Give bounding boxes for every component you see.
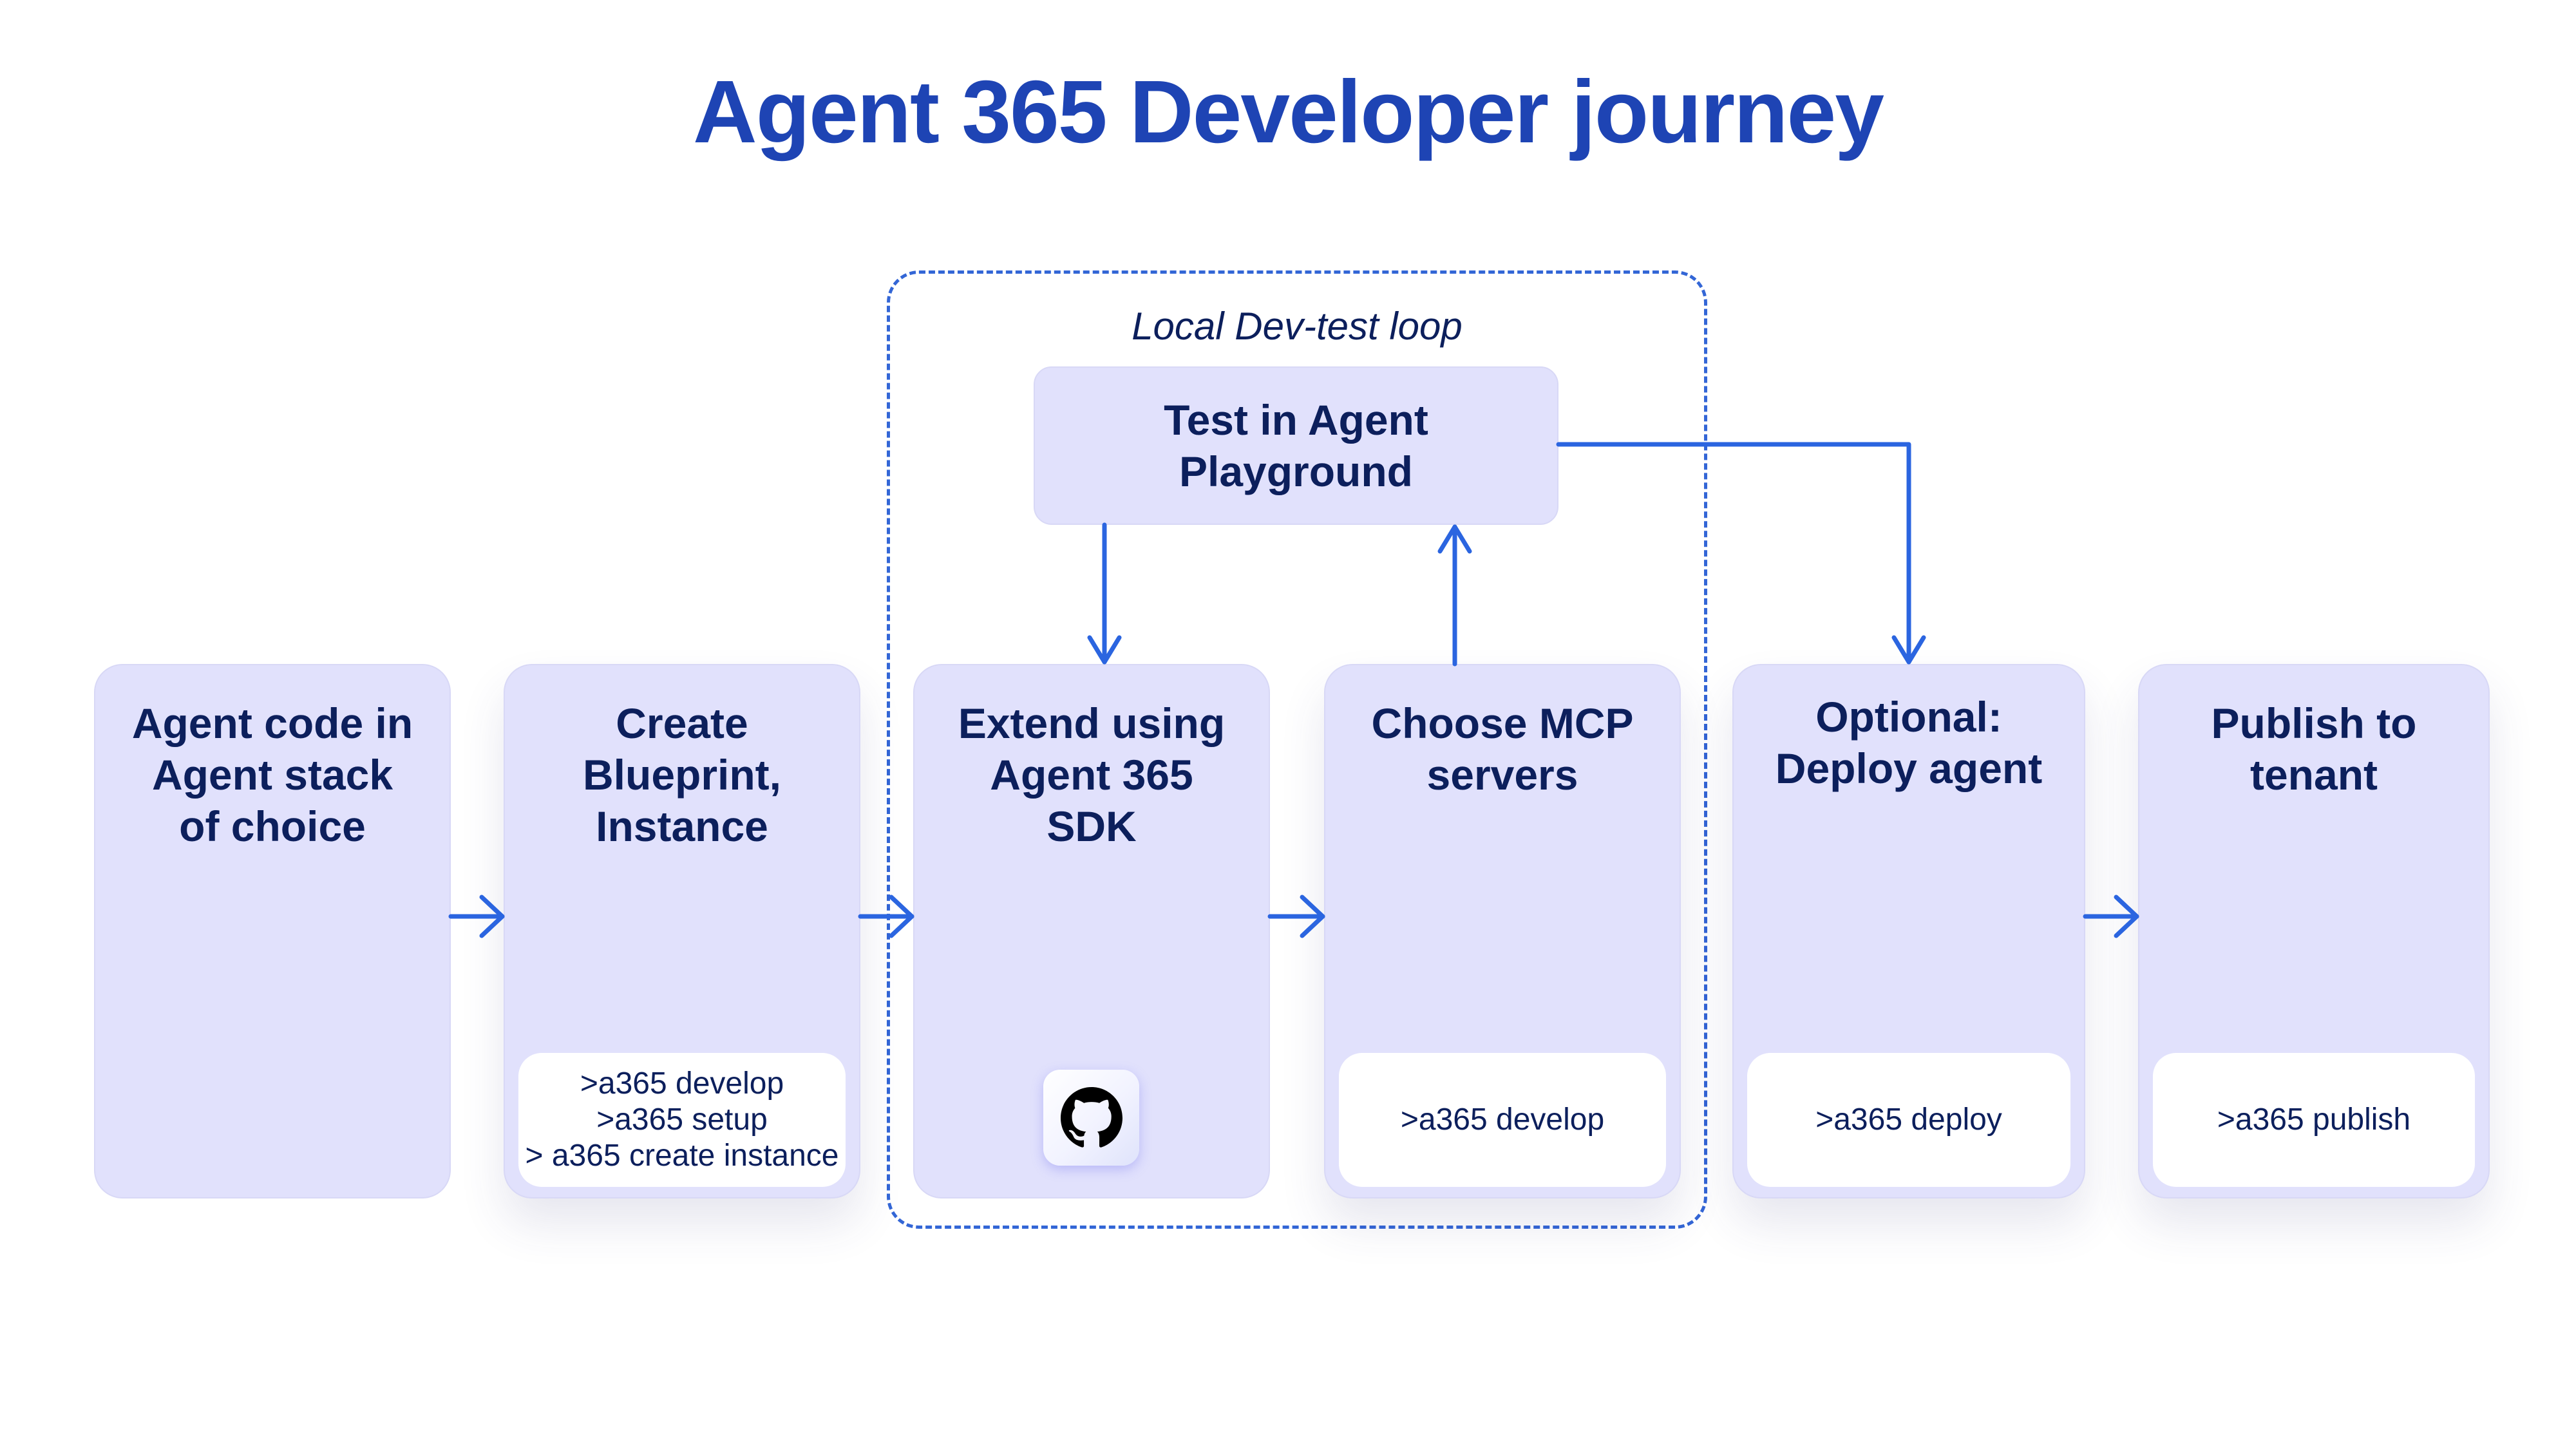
command-text: >a365 publish (2217, 1103, 2411, 1137)
playground-title-line-2: Playground (1179, 448, 1414, 495)
command-text: >a365 develop (580, 1066, 784, 1101)
arrow-playground-to-deploy (1556, 442, 1926, 665)
step-title-line: Agent 365 (990, 751, 1193, 799)
arrow-mcp-to-playground (1437, 524, 1472, 667)
step-title-line: Optional: (1815, 693, 2002, 741)
dev-test-loop-boundary (887, 270, 1707, 1229)
step-title: Agent code in Agent stack of choice (95, 697, 450, 852)
command-text: > a365 create instance (525, 1139, 839, 1173)
github-button[interactable] (1043, 1070, 1139, 1166)
github-icon (1060, 1086, 1122, 1148)
step-title: Create Blueprint, Instance (505, 697, 859, 852)
step-title: Publish to tenant (2139, 697, 2488, 800)
step-title-line: of choice (179, 802, 366, 850)
step-title-line: SDK (1046, 802, 1137, 850)
command-box: >a365 deploy (1747, 1053, 2070, 1187)
command-text: >a365 develop (1400, 1103, 1605, 1137)
playground-card[interactable]: Test in Agent Playground (1034, 366, 1558, 525)
step-card-create-blueprint[interactable]: Create Blueprint, Instance >a365 develop… (504, 664, 860, 1198)
step-card-choose-mcp[interactable]: Choose MCP servers >a365 develop (1324, 664, 1681, 1198)
step-title: Extend using Agent 365 SDK (914, 697, 1269, 852)
command-box: >a365 publish (2153, 1053, 2475, 1187)
arrow-step5-to-step6 (2083, 895, 2139, 938)
page-title: Agent 365 Developer journey (693, 62, 1884, 162)
step-title: Optional: Deploy agent (1734, 691, 2084, 794)
arrow-step1-to-step2 (448, 895, 505, 938)
step-card-deploy-agent[interactable]: Optional: Deploy agent >a365 deploy (1732, 664, 2085, 1198)
playground-title-line-1: Test in Agent (1164, 396, 1428, 444)
step-card-publish[interactable]: Publish to tenant >a365 publish (2138, 664, 2490, 1198)
arrow-step3-to-step4 (1267, 895, 1325, 938)
step-title-line: tenant (2250, 751, 2378, 799)
command-text: >a365 setup (596, 1103, 768, 1137)
step-title: Choose MCP servers (1325, 697, 1680, 800)
step-title-line: Agent code in (131, 699, 413, 747)
step-card-agent-code[interactable]: Agent code in Agent stack of choice (94, 664, 451, 1198)
step-title-line: Deploy agent (1775, 744, 2043, 792)
dev-test-loop-label: Local Dev-test loop (1132, 305, 1463, 348)
step-title-line: Create (616, 699, 748, 747)
step-title-line: servers (1426, 751, 1578, 799)
step-title-line: Agent stack (151, 751, 393, 799)
step-title-line: Publish to (2211, 699, 2417, 747)
step-title-line: Blueprint, (583, 751, 781, 799)
step-title-line: Choose MCP (1371, 699, 1634, 747)
arrow-step2-to-step3 (858, 895, 914, 938)
command-box: >a365 develop (1339, 1053, 1666, 1187)
step-title-line: Instance (596, 802, 768, 850)
command-box: >a365 develop >a365 setup > a365 create … (518, 1053, 846, 1187)
arrow-playground-to-extend (1087, 522, 1122, 665)
command-text: >a365 deploy (1815, 1103, 2002, 1137)
step-title-line: Extend using (958, 699, 1226, 747)
